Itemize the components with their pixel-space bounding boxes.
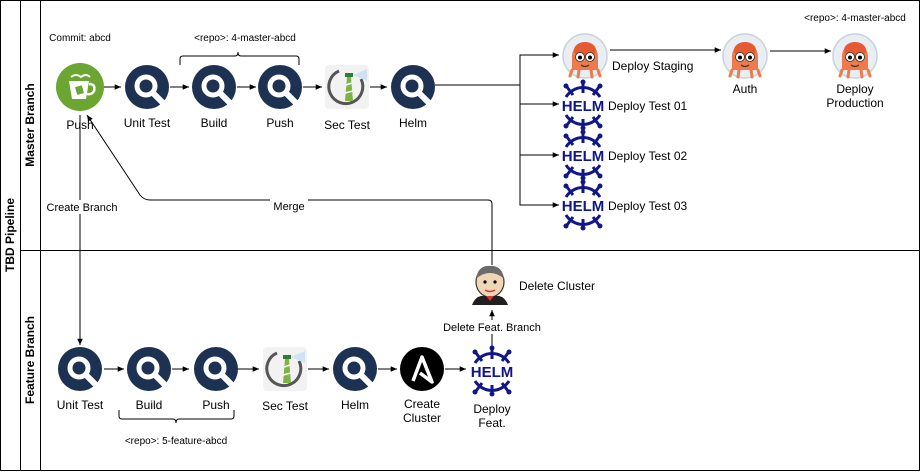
deploy-staging-label: Deploy Staging — [612, 59, 693, 73]
git-push-node[interactable]: Push — [54, 61, 106, 132]
feature-helm-node[interactable]: Helm — [333, 347, 377, 412]
deploy-staging-node[interactable]: Deploy Staging — [561, 32, 693, 80]
magnifier-circle-icon — [333, 347, 377, 391]
ansible-icon — [398, 345, 446, 393]
master-build-node[interactable]: Build — [192, 65, 236, 130]
feature-build-label: Build — [136, 398, 163, 412]
deploy-test-03-label: Deploy Test 03 — [608, 199, 687, 213]
lane-title-master: Master Branch — [23, 83, 37, 166]
deploy-test-01-label: Deploy Test 01 — [608, 99, 687, 113]
deploy-test-02-label: Deploy Test 02 — [608, 149, 687, 163]
magnifier-circle-icon — [127, 347, 171, 391]
helm-wheel-icon — [560, 178, 606, 232]
master-helm-label: Helm — [399, 116, 427, 130]
feature-sec-test-label: Sec Test — [262, 399, 308, 413]
deploy-feat-node[interactable]: Deploy Feat. — [469, 344, 515, 431]
feature-build-node[interactable]: Build — [127, 347, 171, 412]
helm-wheel-icon — [560, 128, 606, 182]
cross-connectors — [77, 114, 495, 355]
deploy-production-label-line1: Deploy — [836, 82, 873, 96]
master-push-label: Push — [266, 116, 293, 130]
repo-label-production: <repo>: 4-master-abcd — [804, 13, 906, 24]
git-push-label: Push — [66, 118, 93, 132]
git-cup-icon — [54, 61, 106, 113]
deploy-test-01-node[interactable]: Deploy Test 01 — [560, 78, 688, 132]
delete-feat-branch-label: Delete Feat. Branch — [443, 322, 541, 334]
master-unit-test-label: Unit Test — [124, 116, 171, 130]
repo-label-master: <repo>: 4-master-abcd — [194, 33, 296, 44]
magnifier-circle-icon — [125, 65, 169, 109]
auth-label: Auth — [733, 82, 758, 96]
feature-sec-test-node[interactable]: Sec Test — [261, 345, 309, 413]
delete-cluster-label: Delete Cluster — [519, 279, 595, 293]
create-cluster-label-line1: Create — [404, 397, 440, 411]
lane-title-feature: Feature Branch — [23, 316, 37, 404]
magnifier-circle-icon — [258, 65, 302, 109]
deploy-test-02-node[interactable]: Deploy Test 02 — [560, 128, 688, 182]
master-connectors — [104, 47, 831, 424]
master-push-node[interactable]: Push — [258, 65, 302, 130]
master-build-label: Build — [201, 116, 228, 130]
magnifier-circle-icon — [192, 65, 236, 109]
magnifier-circle-icon — [58, 347, 102, 391]
argo-octopus-icon — [561, 32, 609, 80]
feature-push-node[interactable]: Push — [194, 347, 238, 412]
magnifier-circle-icon — [391, 65, 435, 109]
feature-unit-test-node[interactable]: Unit Test — [57, 347, 104, 412]
jenkins-butler-icon — [471, 265, 509, 306]
deploy-production-label-line2: Production — [826, 96, 883, 110]
magnifier-circle-icon — [194, 347, 238, 391]
repo-label-feature: <repo>: 5-feature-abcd — [125, 436, 227, 447]
deploy-feat-label-line1: Deploy — [473, 402, 510, 416]
master-helm-node[interactable]: Helm — [391, 65, 435, 130]
deploy-feat-label-line2: Feat. — [478, 416, 505, 430]
lighthouse-scan-icon — [261, 345, 309, 393]
master-unit-test-node[interactable]: Unit Test — [124, 65, 171, 130]
helm-wheel-icon — [469, 344, 515, 398]
master-sec-test-node[interactable]: Sec Test — [323, 63, 371, 132]
create-cluster-label-line2: Cluster — [403, 411, 441, 425]
argo-octopus-icon — [831, 32, 879, 80]
commit-label: Commit: abcd — [49, 33, 111, 44]
pool-title: TBD Pipeline — [3, 198, 17, 272]
deploy-test-03-node[interactable]: Deploy Test 03 — [560, 178, 688, 232]
feature-unit-test-label: Unit Test — [57, 398, 104, 412]
delete-cluster-node[interactable]: Delete Cluster — [471, 265, 595, 306]
create-cluster-node[interactable]: Create Cluster — [398, 345, 446, 425]
feature-helm-label: Helm — [341, 398, 369, 412]
master-sec-test-label: Sec Test — [324, 118, 370, 132]
create-branch-label: Create Branch — [47, 202, 118, 214]
auth-node[interactable]: Auth — [721, 32, 769, 96]
feature-push-label: Push — [202, 398, 229, 412]
helm-wheel-icon — [560, 78, 606, 132]
argo-octopus-icon — [721, 32, 769, 80]
deploy-production-node[interactable]: Deploy Production — [826, 32, 884, 110]
merge-label: Merge — [273, 201, 304, 213]
lighthouse-scan-icon — [323, 63, 371, 111]
